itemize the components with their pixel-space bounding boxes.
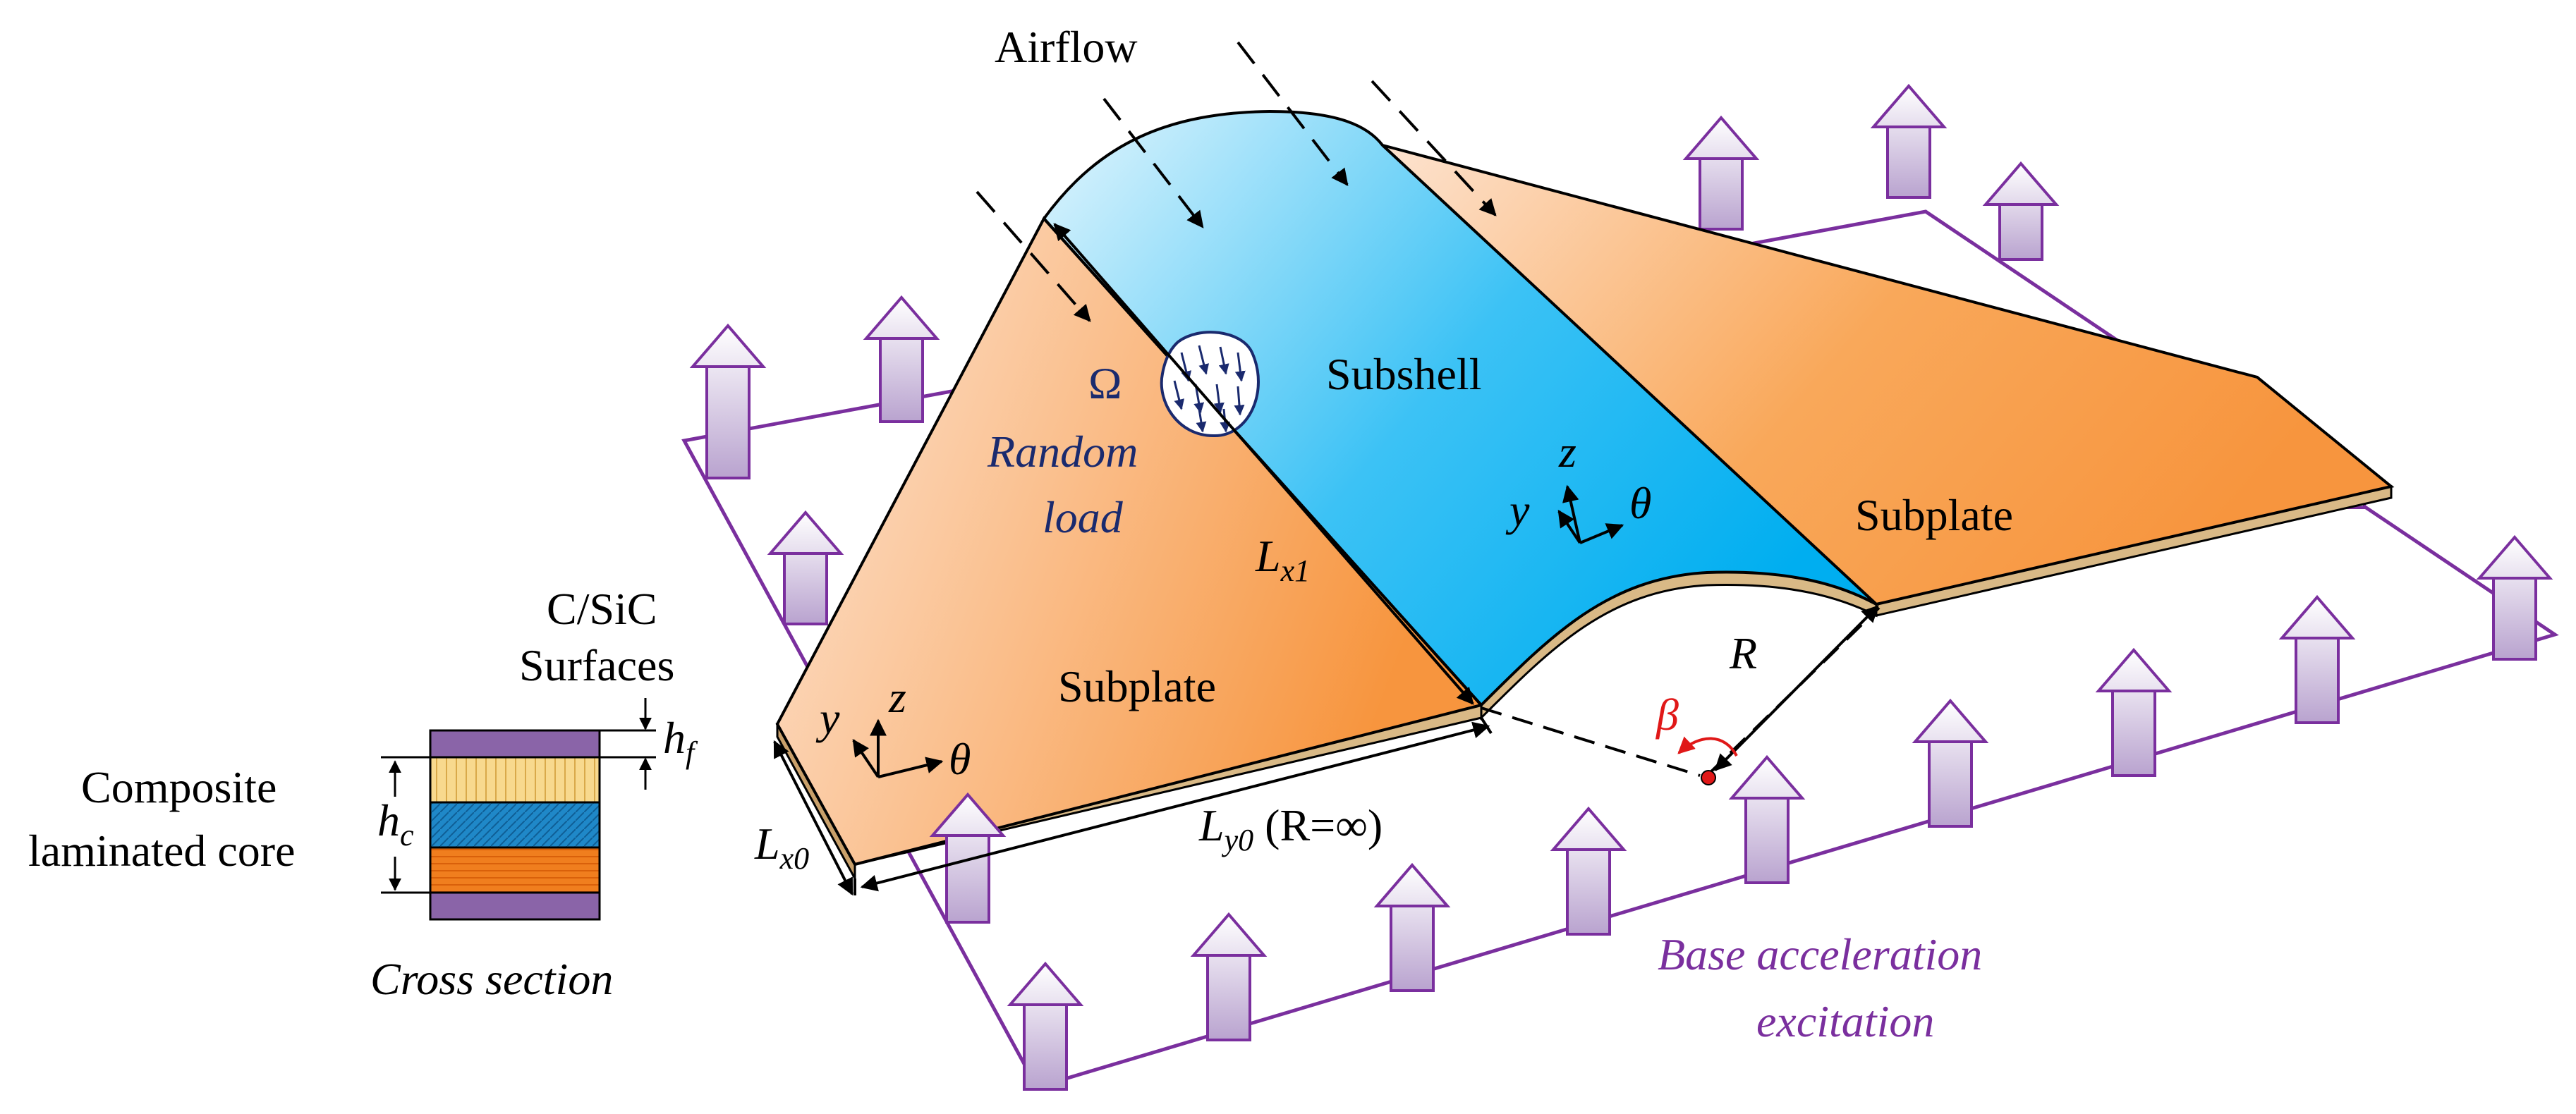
up-arrow-icon bbox=[2278, 594, 2356, 724]
Ly0-dimension bbox=[860, 721, 1490, 892]
airflow-arrow bbox=[1102, 97, 1204, 228]
random-load-label-1: Random bbox=[987, 427, 1138, 477]
up-arrow-icon bbox=[1728, 754, 1806, 884]
R-label: R bbox=[1729, 628, 1757, 678]
up-arrow-icon bbox=[689, 323, 767, 479]
dimension-lines bbox=[773, 223, 1881, 896]
axes-shell bbox=[1557, 484, 1624, 544]
up-arrow-icon bbox=[2095, 647, 2173, 777]
cross-section-inset bbox=[381, 698, 656, 921]
up-arrow-icon bbox=[1982, 161, 2060, 261]
Lx1-label: Lx1 bbox=[1255, 531, 1310, 588]
axis-y-shell: y bbox=[1505, 485, 1530, 535]
composite-label-2: laminated core bbox=[28, 826, 295, 876]
random-load-label-2: load bbox=[1043, 492, 1124, 542]
axis-y-left: y bbox=[815, 693, 840, 743]
up-arrow-icon bbox=[1870, 83, 1948, 199]
hf-label: hf bbox=[663, 713, 698, 770]
radius-dashed-line bbox=[1481, 706, 1701, 777]
subshell-label: Subshell bbox=[1326, 349, 1481, 399]
airflow-arrow bbox=[1237, 41, 1349, 186]
axis-z-shell: z bbox=[1558, 427, 1576, 477]
csic-label-2: Surfaces bbox=[519, 640, 674, 690]
center-point bbox=[1701, 770, 1716, 785]
omega-label: Ω bbox=[1088, 358, 1122, 408]
Lx0-dimension bbox=[773, 740, 853, 896]
up-arrow-icon bbox=[1373, 862, 1451, 992]
subplate-right-label: Subplate bbox=[1855, 490, 2013, 540]
composite-label-1: Composite bbox=[81, 762, 277, 812]
csic-label-1: C/SiC bbox=[547, 584, 657, 634]
base-excitation-label-1: Base acceleration bbox=[1658, 929, 1982, 979]
beta-arc bbox=[1677, 736, 1738, 757]
up-arrow-icon bbox=[1912, 698, 1989, 828]
R-dimension bbox=[1714, 605, 1879, 771]
airflow-label: Airflow bbox=[995, 22, 1138, 72]
axis-theta-left: θ bbox=[949, 734, 971, 784]
hc-label: hc bbox=[377, 795, 414, 852]
random-load-region bbox=[1160, 331, 1260, 438]
axis-z-left: z bbox=[888, 672, 906, 722]
up-arrow-icon bbox=[1007, 961, 1084, 1091]
base-excitation-label-2: excitation bbox=[1756, 996, 1934, 1046]
up-arrow-icon bbox=[863, 295, 940, 423]
beta-label: β bbox=[1655, 690, 1679, 740]
up-arrow-icon bbox=[1682, 115, 1760, 231]
cross-section-label: Cross section bbox=[370, 954, 613, 1004]
up-arrow-icon bbox=[767, 510, 844, 625]
up-arrow-icon bbox=[1190, 912, 1268, 1041]
airflow-arrow bbox=[1371, 80, 1497, 216]
base-arrows-back bbox=[689, 83, 2366, 625]
axes-left bbox=[852, 718, 944, 778]
Lx1-dimension bbox=[1053, 223, 1474, 705]
up-arrow-icon bbox=[2476, 534, 2553, 661]
Lx0-label: Lx0 bbox=[754, 819, 809, 876]
up-arrow-icon bbox=[1550, 806, 1627, 936]
subplate-left-label: Subplate bbox=[1058, 661, 1216, 711]
Ly0-label: Ly0 (R=∞) bbox=[1198, 800, 1383, 857]
axis-theta-shell: θ bbox=[1629, 478, 1651, 528]
